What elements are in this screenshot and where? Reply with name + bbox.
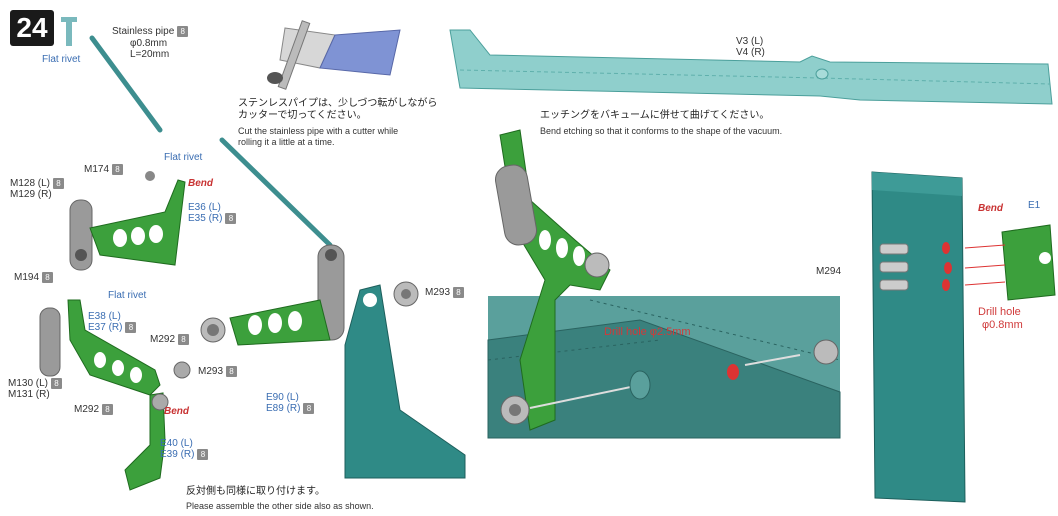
drill-hole-label-1: Drill hole φ2.5mm xyxy=(604,326,691,338)
upper-arm-assembly xyxy=(69,171,186,271)
pipe-length: L=20mm xyxy=(130,49,170,60)
m294-label: M294 xyxy=(816,266,842,277)
cut-note-jp-1: ステンレスパイプは、少しづつ転がしながら xyxy=(238,98,438,109)
flat-rivet-mid-label: Flat rivet xyxy=(164,152,203,163)
bend-label-2: Bend xyxy=(164,406,189,417)
drill-hole-label-2a: Drill hole xyxy=(978,306,1021,318)
lower-arm-assembly xyxy=(39,299,191,491)
pipe-cutter-illustration xyxy=(267,20,401,90)
e1-detail-view xyxy=(871,171,1056,503)
e36-label: E36 (L) xyxy=(188,202,221,213)
e1-label: E1 xyxy=(1028,200,1041,211)
cut-note-en-2: rolling it a little at a time. xyxy=(238,137,335,147)
m128-label: M128 (L)8 xyxy=(10,178,65,189)
other-side-note-en: Please assemble the other side also as s… xyxy=(186,501,374,511)
etch-note-jp: エッチングをバキュームに併せて曲げてください。 xyxy=(540,110,770,121)
flat-rivet-low-label: Flat rivet xyxy=(108,290,147,301)
cut-note-en-1: Cut the stainless pipe with a cutter whi… xyxy=(238,126,399,136)
bend-label-3: Bend xyxy=(978,203,1003,214)
middle-arm-assembly xyxy=(200,244,466,479)
m130-label: M130 (L)8 xyxy=(8,378,63,389)
step-number: 24 xyxy=(10,10,54,46)
e35-label: E35 (R)8 xyxy=(188,213,237,224)
vacuum-part-v3-v4 xyxy=(449,29,1053,105)
v4-label: V4 (R) xyxy=(736,47,765,58)
e89-label: E89 (R)8 xyxy=(266,403,315,414)
m131-label: M131 (R) xyxy=(8,389,50,400)
m129-label: M129 (R) xyxy=(10,189,52,200)
other-side-note-jp: 反対側も同様に取り付けます。 xyxy=(186,486,325,497)
stainless-pipe-rod xyxy=(219,137,333,248)
v3-label: V3 (L) xyxy=(736,36,764,47)
drill-detail-view xyxy=(487,129,841,439)
flat-rivet-icon xyxy=(66,20,72,46)
e90-label: E90 (L) xyxy=(266,392,299,403)
cut-note-jp-2: カッターで切ってください。 xyxy=(238,110,367,121)
e39-label: E39 (R)8 xyxy=(160,449,209,460)
bend-label-1: Bend xyxy=(188,178,213,189)
e38-label: E38 (L) xyxy=(88,311,121,322)
flat-rivet-label: Flat rivet xyxy=(42,54,81,65)
e40-label: E40 (L) xyxy=(160,438,193,449)
drill-hole-label-2b: φ0.8mm xyxy=(982,319,1023,331)
etch-note-en: Bend etching so that it conforms to the … xyxy=(540,126,783,136)
pipe-diameter: φ0.8mm xyxy=(130,38,168,49)
e37-label: E37 (R)8 xyxy=(88,322,137,333)
stainless-pipe-rod xyxy=(89,35,163,133)
